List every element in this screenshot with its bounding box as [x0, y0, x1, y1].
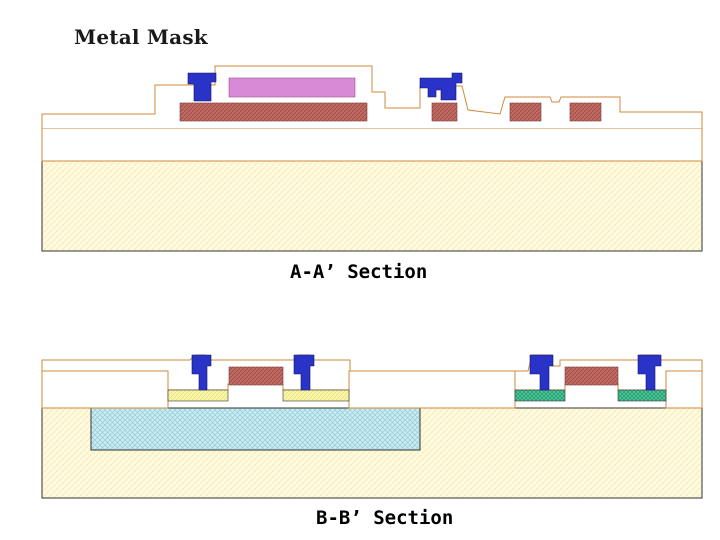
diagram-title: Metal Mask [74, 25, 208, 49]
p-plus-region-1 [514, 389, 566, 402]
metal-contact-b1 [191, 354, 212, 391]
section-a-caption: A-A’ Section [290, 261, 428, 283]
dielectric-outline-a [41, 65, 703, 128]
metal-contact-b4 [637, 354, 662, 391]
section-b [41, 354, 703, 499]
poly-gate-b1 [228, 366, 284, 386]
poly-gate-b2 [564, 366, 619, 386]
poly-gate-a3 [509, 102, 542, 122]
section-a [41, 65, 703, 252]
metal-contact-b2 [293, 354, 315, 391]
substrate-a [41, 160, 703, 252]
poly-gate-a2 [431, 102, 458, 122]
field-oxide-b3 [665, 370, 703, 409]
oxide-layer-a [41, 127, 703, 162]
metal-contact-b3 [529, 354, 554, 391]
metal-contact-a2 [419, 72, 463, 101]
metal-contact-a1 [187, 72, 217, 102]
field-oxide-b2 [348, 370, 516, 409]
well-region [90, 407, 421, 451]
top-plate-a [228, 77, 356, 98]
poly-gate-a1 [179, 102, 368, 122]
field-oxide-b1 [41, 370, 169, 409]
poly-gate-a4 [569, 102, 602, 122]
n-plus-region-2 [282, 389, 350, 402]
section-b-caption: B-B’ Section [316, 507, 454, 529]
n-plus-region-1 [167, 389, 229, 402]
p-plus-region-2 [617, 389, 667, 402]
